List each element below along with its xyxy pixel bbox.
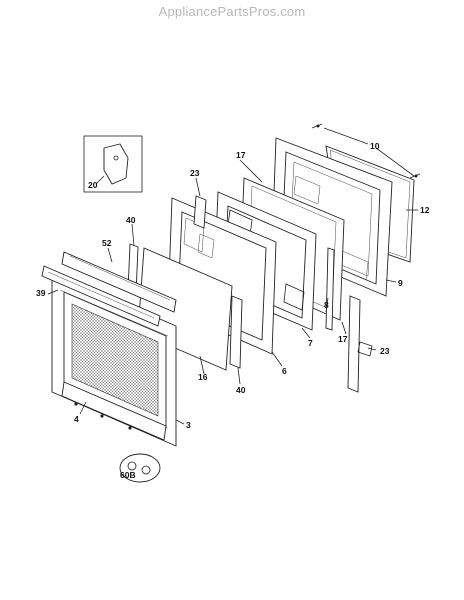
part-60b-screw-bag <box>119 453 161 483</box>
callout-39: 39 <box>36 288 46 298</box>
callout-6: 6 <box>282 366 287 376</box>
callout-40-top: 40 <box>126 215 136 225</box>
callout-16: 16 <box>198 372 208 382</box>
callout-9: 9 <box>398 278 403 288</box>
callout-12: 12 <box>420 205 430 215</box>
part-20-inset-box <box>83 135 143 193</box>
part-10-screws <box>311 123 421 179</box>
part-23-top-bracket <box>193 195 207 229</box>
callout-4: 4 <box>74 414 79 424</box>
leader-lines <box>47 127 418 425</box>
callout-10: 10 <box>370 141 380 151</box>
site-watermark: AppliancePartsPros.com <box>158 4 306 19</box>
part-4-bottom-trim <box>61 381 167 441</box>
callout-17-top: 17 <box>236 150 246 160</box>
callout-3: 3 <box>186 420 191 430</box>
callout-labels: 10 12 9 17 17 23 23 20 40 40 52 39 8 7 6… <box>36 141 430 480</box>
callout-8: 8 <box>324 300 329 310</box>
callout-40-bottom: 40 <box>236 385 246 395</box>
part-52-handle-trim <box>61 251 177 313</box>
callout-20: 20 <box>88 180 98 190</box>
part-23-hinge-channel <box>347 295 373 393</box>
part-17-side-rail <box>325 247 335 331</box>
callout-23-top: 23 <box>190 168 200 178</box>
callout-52: 52 <box>102 238 112 248</box>
callout-7: 7 <box>308 338 313 348</box>
callout-60b: 60B <box>120 470 136 480</box>
callout-23-bottom: 23 <box>380 346 390 356</box>
bottom-screws <box>74 402 132 430</box>
part-39-handle <box>41 265 161 327</box>
callout-17-bottom: 17 <box>338 334 348 344</box>
